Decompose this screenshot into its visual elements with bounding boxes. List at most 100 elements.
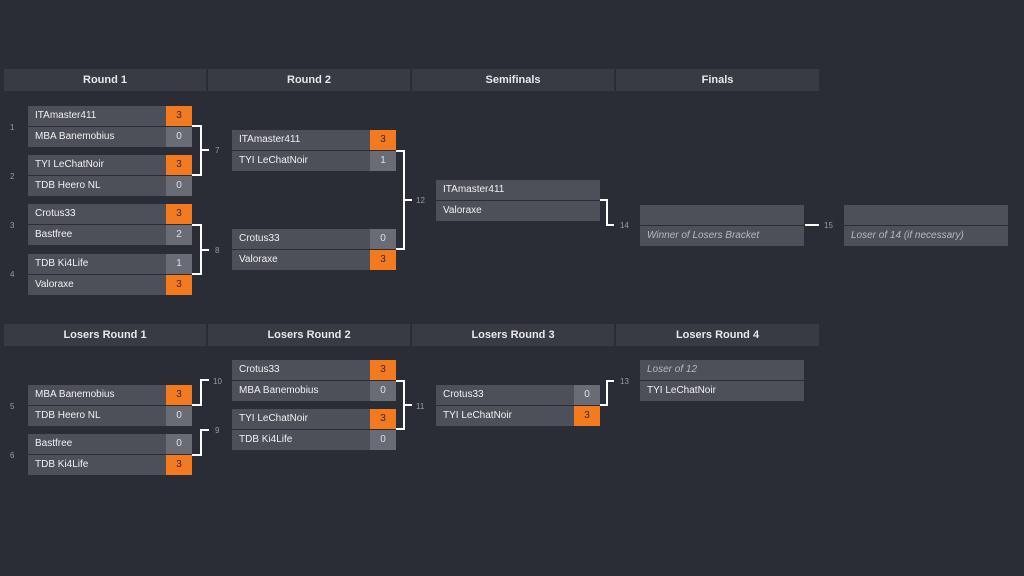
participant-name: TYI LeChatNoir [35,159,104,170]
participant-slot[interactable]: TYI LeChatNoir 3 [28,155,192,175]
participant-name: MBA Banemobius [35,131,115,142]
header-semifinals: Semifinals [412,69,614,91]
participant-name: Crotus33 [239,233,280,244]
score: 3 [166,455,192,475]
match-number: 10 [213,377,222,386]
participant-name: TYI LeChatNoir [239,413,308,424]
match-6[interactable]: Bastfree 0 TDB Ki4Life 3 [28,434,192,475]
score: 0 [370,229,396,249]
participant-slot-placeholder[interactable]: Loser of 14 (if necessary) [844,226,1008,246]
connector-r1-top [192,125,209,176]
participant-slot[interactable]: TDB Heero NL 0 [28,176,192,196]
participant-slot[interactable]: Crotus33 3 [232,360,396,380]
score: 3 [574,406,600,426]
match-number: 5 [10,402,15,411]
participant-name: Valoraxe [443,205,482,216]
score: 0 [166,176,192,196]
match-number: 7 [215,146,220,155]
participant-slot-placeholder[interactable]: Winner of Losers Bracket [640,226,804,246]
participant-name: Crotus33 [239,364,280,375]
participant-slot[interactable]: TDB Ki4Life 3 [28,455,192,475]
match-number: 2 [10,172,15,181]
score: 0 [370,430,396,450]
participant-name: Crotus33 [443,389,484,400]
participant-name: MBA Banemobius [239,385,319,396]
match-number: 8 [215,246,220,255]
participant-slot[interactable]: Bastfree 0 [28,434,192,454]
participant-name: Crotus33 [35,208,76,219]
match-14[interactable]: Winner of Losers Bracket [640,205,804,246]
participant-name: Valoraxe [35,279,74,290]
match-12[interactable]: ITAmaster411 Valoraxe [436,180,600,221]
participant-name: TDB Ki4Life [35,459,89,470]
participant-placeholder: Loser of 14 (if necessary) [851,230,964,241]
participant-name: ITAmaster411 [239,134,301,145]
participant-slot[interactable]: Crotus33 3 [28,204,192,224]
header-losers-round-3: Losers Round 3 [412,324,614,346]
participant-name: Bastfree [35,438,73,449]
participant-slot[interactable]: TYI LeChatNoir [640,381,804,401]
header-finals: Finals [616,69,819,91]
participant-slot[interactable]: Valoraxe [436,201,600,221]
match-number: 11 [416,402,425,411]
participant-slot[interactable] [844,205,1008,225]
score: 0 [370,381,396,401]
match-number: 1 [10,123,15,132]
participant-slot[interactable] [640,205,804,225]
score: 2 [166,225,192,245]
score: 0 [166,434,192,454]
match-number: 13 [620,377,629,386]
participant-name: TDB Heero NL [35,180,101,191]
match-number: 15 [824,221,833,230]
connector-l1-top [192,379,209,406]
participant-name: TDB Ki4Life [35,258,89,269]
connector-r1-bottom [192,224,209,275]
match-number: 3 [10,221,15,230]
connector-r2 [396,150,412,250]
score: 3 [166,106,192,126]
participant-slot[interactable]: ITAmaster411 3 [232,130,396,150]
score: 3 [370,360,396,380]
match-2[interactable]: TYI LeChatNoir 3 TDB Heero NL 0 [28,155,192,196]
match-number: 4 [10,270,15,279]
participant-slot[interactable]: ITAmaster411 [436,180,600,200]
participant-slot[interactable]: Crotus33 0 [232,229,396,249]
participant-name: TYI LeChatNoir [239,155,308,166]
header-losers-round-1: Losers Round 1 [4,324,206,346]
score: 3 [166,155,192,175]
match-13[interactable]: Loser of 12 TYI LeChatNoir [640,360,804,401]
score: 0 [166,406,192,426]
score: 3 [166,204,192,224]
participant-slot[interactable]: MBA Banemobius 0 [28,127,192,147]
score: 0 [166,127,192,147]
match-number: 9 [215,426,220,435]
participant-slot-placeholder[interactable]: Loser of 12 [640,360,804,380]
match-10[interactable]: Crotus33 3 MBA Banemobius 0 [232,360,396,401]
score: 3 [370,250,396,270]
connector-l2 [396,380,412,430]
match-15[interactable]: Loser of 14 (if necessary) [844,205,1008,246]
score: 3 [370,130,396,150]
participant-slot[interactable]: MBA Banemobius 0 [232,381,396,401]
